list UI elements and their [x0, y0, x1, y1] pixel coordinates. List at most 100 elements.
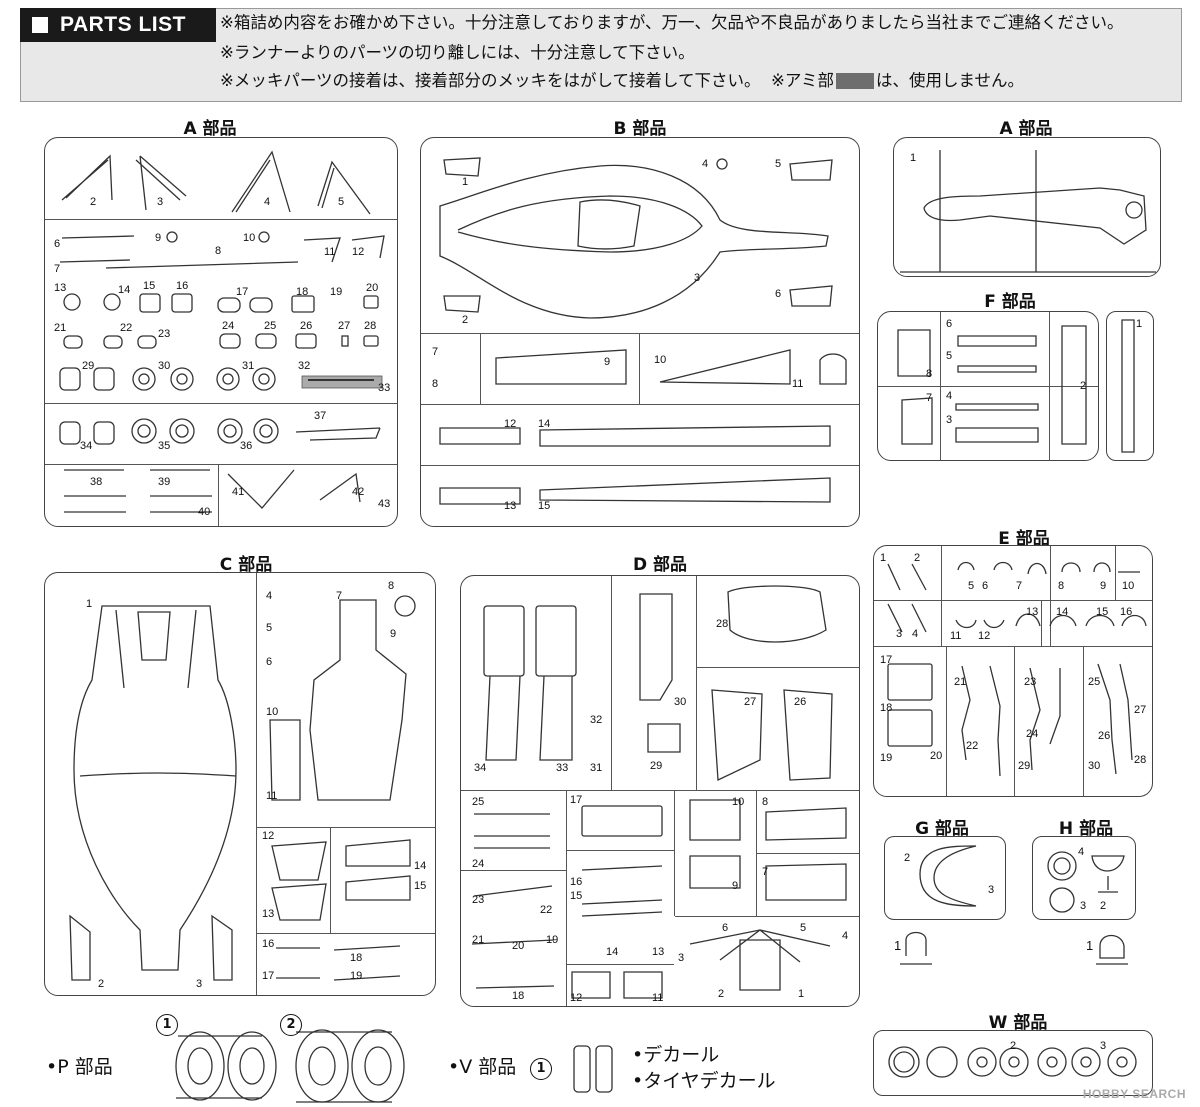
part-number: 3	[1100, 1040, 1107, 1052]
part-number: 43	[378, 498, 391, 510]
part-number: 7	[432, 346, 439, 358]
part-number: 8	[1058, 580, 1065, 592]
part-number: 26	[794, 696, 807, 708]
part-number: 27	[744, 696, 757, 708]
part-number: 10	[1122, 580, 1135, 592]
section-title-d: D 部品	[632, 555, 688, 575]
part-number: 26	[300, 320, 313, 332]
divider	[567, 964, 674, 965]
divider	[675, 916, 859, 917]
part-number: 40	[198, 506, 211, 518]
part-number: 17	[880, 654, 893, 666]
divider	[757, 853, 859, 854]
part-number: 15	[538, 500, 551, 512]
part-number: 1	[880, 552, 887, 564]
part-number: 25	[472, 796, 485, 808]
divider	[756, 790, 757, 916]
divider	[257, 827, 435, 828]
note-runner-cut: ※ランナーよりのパーツの切り離しには、十分注意して下さい。	[220, 43, 695, 62]
divider	[1115, 546, 1116, 601]
divider	[45, 219, 397, 220]
part-number: 2	[1080, 380, 1087, 392]
divider	[256, 573, 257, 995]
part-number: 14	[1056, 606, 1069, 618]
divider	[878, 386, 1098, 387]
part-number: 1	[910, 152, 917, 164]
part-number: 8	[926, 368, 933, 380]
part-number: 5	[946, 350, 953, 362]
part-number: 13	[1026, 606, 1039, 618]
part-number: 42	[352, 486, 365, 498]
p-parts-label: •P 部品	[46, 1056, 113, 1078]
part-number: 12	[570, 992, 583, 1004]
section-title-b: B 部品	[613, 119, 667, 139]
part-number: 8	[762, 796, 769, 808]
part-number: 10	[266, 706, 279, 718]
part-number: 3	[196, 978, 203, 990]
part-number: 13	[652, 946, 665, 958]
part-number: 3	[678, 952, 685, 964]
part-number: 17	[570, 794, 583, 806]
part-number: 12	[978, 630, 991, 642]
part-number: 39	[158, 476, 171, 488]
part-number: 3	[157, 196, 164, 208]
part-number: 23	[472, 894, 485, 906]
divider	[461, 870, 566, 871]
part-number: 14	[606, 946, 619, 958]
part-number: 17	[236, 286, 249, 298]
part-number: 20	[930, 750, 943, 762]
part-number: 18	[296, 286, 309, 298]
part-number: 27	[1134, 704, 1147, 716]
part-number: 6	[722, 922, 729, 934]
watermark: HOBBY SEARCH	[1082, 1087, 1186, 1101]
part-number: 21	[954, 676, 967, 688]
part-number: 2	[904, 852, 911, 864]
decal-label: •デカール	[632, 1044, 720, 1066]
part-number: 2	[462, 314, 469, 326]
divider	[480, 333, 481, 404]
part-number: 8	[215, 245, 222, 257]
part-number: 20	[512, 940, 525, 952]
runner-frame-c	[44, 572, 436, 996]
part-number: 33	[378, 382, 391, 394]
part-number: 2	[1100, 900, 1107, 912]
part-number: 22	[540, 904, 553, 916]
part-number: 33	[556, 762, 569, 774]
divider	[461, 790, 859, 791]
part-number: 16	[570, 876, 583, 888]
part-number: 9	[155, 232, 162, 244]
part-number: 19	[330, 286, 343, 298]
part-number: 4	[702, 158, 709, 170]
divider	[45, 464, 397, 465]
part-number: 11	[324, 246, 336, 258]
part-number: 27	[338, 320, 351, 332]
part-number: 14	[414, 860, 427, 872]
divider	[1050, 546, 1051, 646]
runner-frame-a2	[893, 137, 1161, 277]
part-number: 5	[968, 580, 975, 592]
part-number: 35	[158, 440, 171, 452]
part-number: 12	[504, 418, 517, 430]
part-number: 19	[350, 970, 363, 982]
note-check-contents: ※箱詰め内容をお確かめ下さい。十分注意しておりますが、万一、欠品や不良品がありま…	[220, 13, 1124, 32]
divider	[421, 333, 859, 334]
part-number: 15	[143, 280, 156, 292]
mesh-note-prefix: ※アミ部	[771, 71, 835, 90]
part-number: 6	[946, 318, 953, 330]
part-number: 30	[158, 360, 171, 372]
part-number: 26	[1098, 730, 1111, 742]
runner-frame-d	[460, 575, 860, 1007]
divider	[566, 790, 567, 1006]
divider	[697, 667, 859, 668]
part-number: 38	[90, 476, 103, 488]
part-number: 18	[350, 952, 363, 964]
part-number: 15	[570, 890, 583, 902]
part-number: 1	[798, 988, 805, 1000]
runner-frame-b	[420, 137, 860, 527]
runner-frame-f-side	[1106, 311, 1154, 461]
runner-frame-g	[884, 836, 1006, 920]
v-parts-label: •V 部品	[448, 1056, 517, 1078]
part-number: 34	[80, 440, 93, 452]
divider	[45, 403, 397, 404]
